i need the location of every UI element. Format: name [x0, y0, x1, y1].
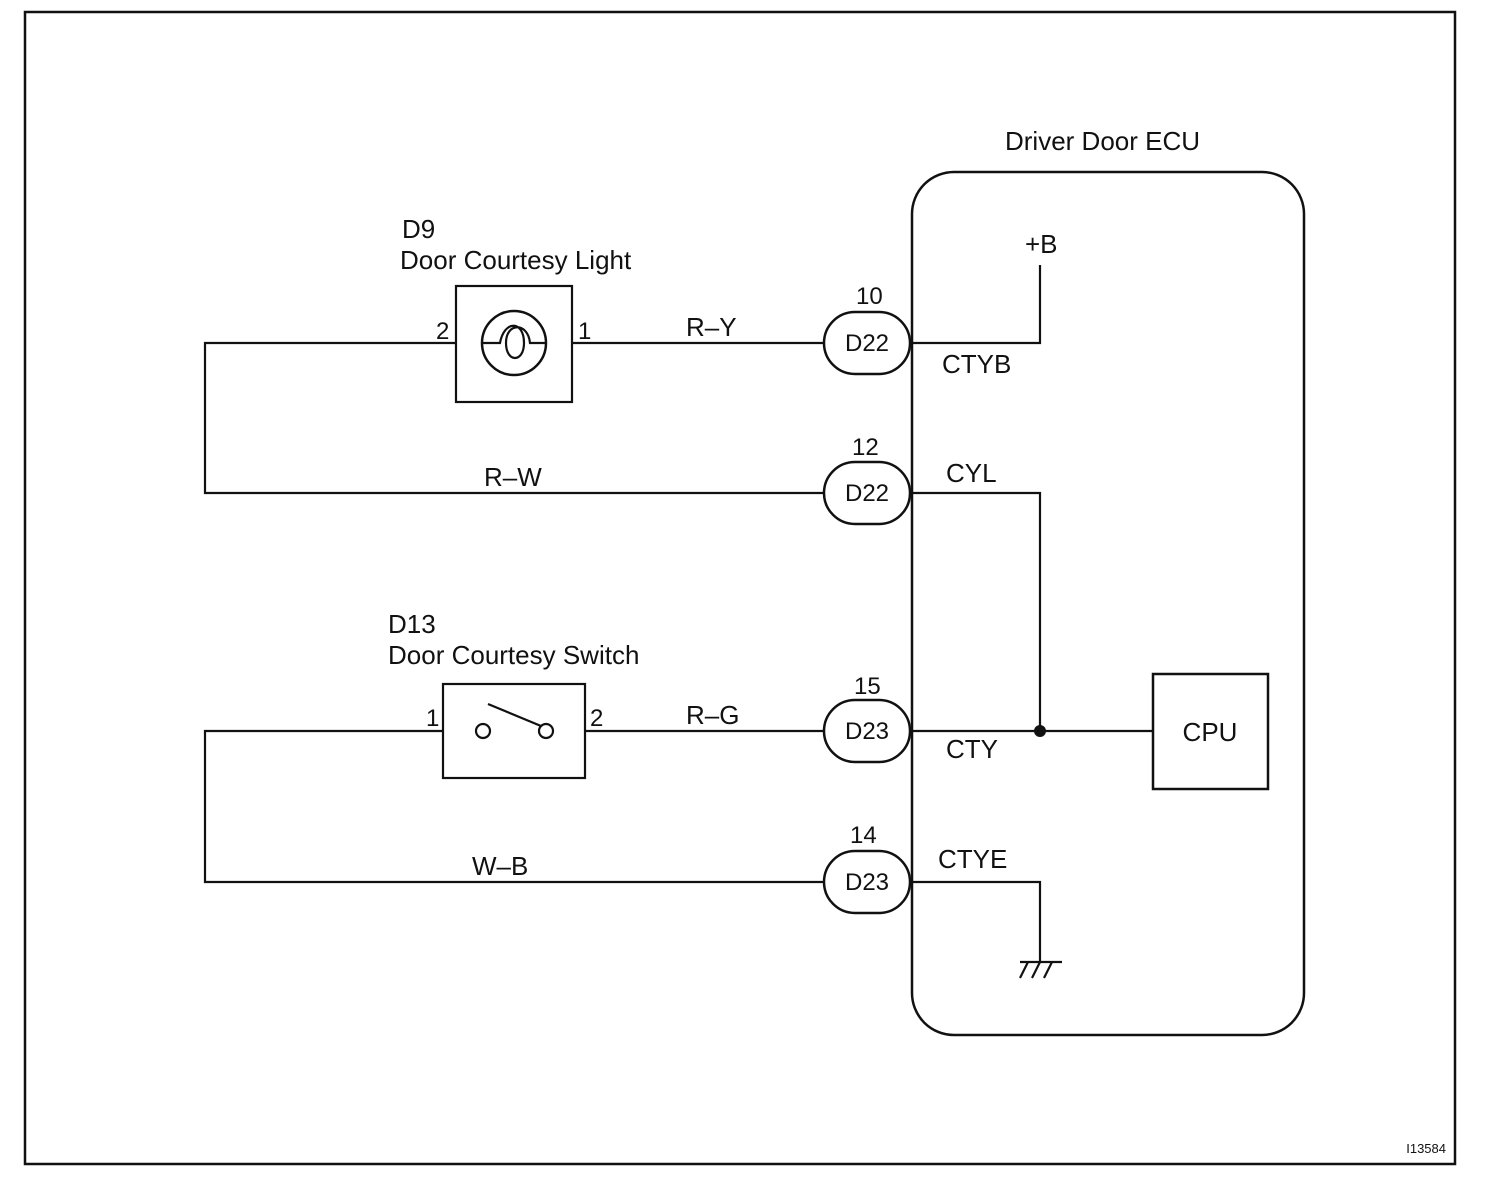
wire-label-rw: R–W — [484, 462, 542, 492]
switch-pin-1: 1 — [426, 705, 439, 732]
supply-label: +B — [1025, 229, 1058, 259]
lamp-symbol — [454, 284, 574, 404]
figure-frame — [23, 10, 1457, 1166]
cpu-box — [1151, 672, 1270, 791]
connector-code: D23 — [845, 718, 889, 745]
connector-code: D22 — [845, 330, 889, 357]
light-code: D9 — [402, 214, 435, 244]
ctye-line — [910, 880, 1042, 962]
switch-pin-2: 2 — [590, 705, 603, 732]
wire-wb — [203, 729, 824, 884]
ecu-box — [910, 170, 1306, 1037]
connector-code: D22 — [845, 480, 889, 507]
wire-rw — [203, 341, 824, 495]
wire-label-ry: R–Y — [686, 312, 737, 342]
terminal-cty: CTY — [946, 734, 998, 764]
wires — [203, 265, 1153, 962]
cpu-label: CPU — [1183, 717, 1238, 747]
light-name: Door Courtesy Light — [400, 245, 632, 275]
connector-code: D23 — [845, 869, 889, 896]
figure-id: I13584 — [1406, 1141, 1446, 1156]
connector-12: D22 12 — [822, 434, 912, 526]
connector-pin: 14 — [850, 822, 877, 849]
connector-pin: 10 — [856, 283, 883, 310]
light-pin-1: 1 — [578, 318, 591, 345]
switch-code: D13 — [388, 609, 436, 639]
ecu-title: Driver Door ECU — [1005, 126, 1200, 156]
cyl-line — [910, 491, 1042, 731]
connector-15: D23 15 — [822, 673, 912, 764]
connector-14: D23 14 — [822, 822, 912, 915]
ctyb-line — [910, 265, 1042, 345]
terminal-cyl: CYL — [946, 458, 997, 488]
junction-dot — [1034, 725, 1046, 737]
connector-pin: 12 — [852, 434, 879, 461]
light-pin-2: 2 — [436, 318, 449, 345]
switch-symbol — [441, 682, 587, 780]
connector-pin: 15 — [854, 673, 881, 700]
terminal-ctyb: CTYB — [942, 349, 1011, 379]
terminal-ctye: CTYE — [938, 844, 1007, 874]
wire-label-wb: W–B — [472, 851, 528, 881]
wire-label-rg: R–G — [686, 700, 739, 730]
ground-icon — [1019, 960, 1062, 979]
switch-name: Door Courtesy Switch — [388, 640, 639, 670]
connector-10: D22 10 — [822, 283, 912, 376]
